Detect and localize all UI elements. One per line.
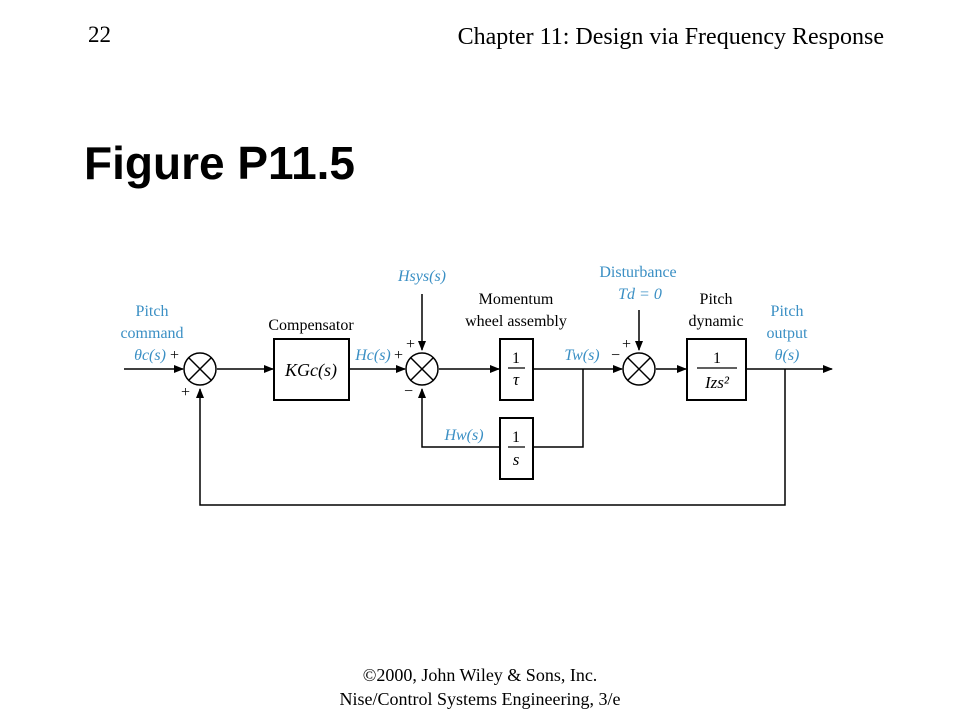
sum2-plus-top: + [406, 336, 415, 353]
output-label-line1: Pitch [771, 303, 804, 320]
compensator-block [273, 338, 350, 401]
hw-label: Hw(s) [443, 427, 483, 444]
inner-feedback-return [418, 388, 499, 448]
book-reference-line: Nise/Control Systems Engineering, 3/e [339, 689, 621, 709]
pitch-dynamic-block [686, 338, 747, 401]
summing-junction-3 [622, 352, 656, 386]
momentum-denominator: τ [513, 370, 520, 389]
page-number: 22 [88, 22, 111, 47]
footer: ©2000, John Wiley & Sons, Inc. Nise/Cont… [0, 663, 960, 711]
hsys-label: Hsys(s) [397, 268, 446, 285]
disturbance-label-line2: Td = 0 [618, 286, 662, 303]
pitch-dynamic-label-line1: Pitch [700, 291, 733, 308]
input-label-line1: Pitch [136, 303, 169, 320]
sum2-plus-left: + [394, 347, 403, 364]
output-signal: θ(s) [775, 347, 800, 364]
sum3-plus-top: + [622, 336, 631, 353]
integrator-block [499, 417, 534, 480]
momentum-label-line1: Momentum [479, 291, 554, 308]
input-label-line2: command [120, 325, 183, 342]
inner-feedback-branch [533, 369, 584, 448]
integrator-numerator: 1 [512, 429, 520, 446]
summing-junction-1 [183, 352, 217, 386]
compensator-transfer: KGc(s) [284, 360, 337, 381]
sum2-minus-bottom: − [404, 383, 413, 400]
momentum-numerator: 1 [512, 350, 520, 367]
summing-junction-2 [405, 352, 439, 386]
copyright-line: ©2000, John Wiley & Sons, Inc. [362, 665, 598, 685]
sum1-plus-input: + [170, 347, 179, 364]
sum3-minus-left: − [611, 347, 620, 364]
chapter-title: Chapter 11: Design via Frequency Respons… [457, 24, 884, 50]
momentum-block [499, 338, 534, 401]
disturbance-label-line1: Disturbance [599, 264, 676, 281]
output-label-line2: output [767, 325, 808, 342]
plant-denominator: Izs² [704, 373, 730, 392]
tw-label: Tw(s) [564, 347, 599, 364]
pitch-dynamic-label-line2: dynamic [688, 313, 743, 330]
outer-feedback-loop [196, 369, 786, 506]
input-signal: θc(s) [134, 347, 166, 364]
integrator-denominator: s [513, 450, 520, 469]
hc-label: Hc(s) [354, 347, 391, 364]
compensator-label: Compensator [268, 317, 354, 334]
plant-numerator: 1 [713, 350, 721, 367]
sum1-plus-feedback: + [181, 384, 190, 401]
momentum-label-line2: wheel assembly [465, 313, 567, 330]
slide-title: Figure P11.5 [84, 137, 356, 189]
